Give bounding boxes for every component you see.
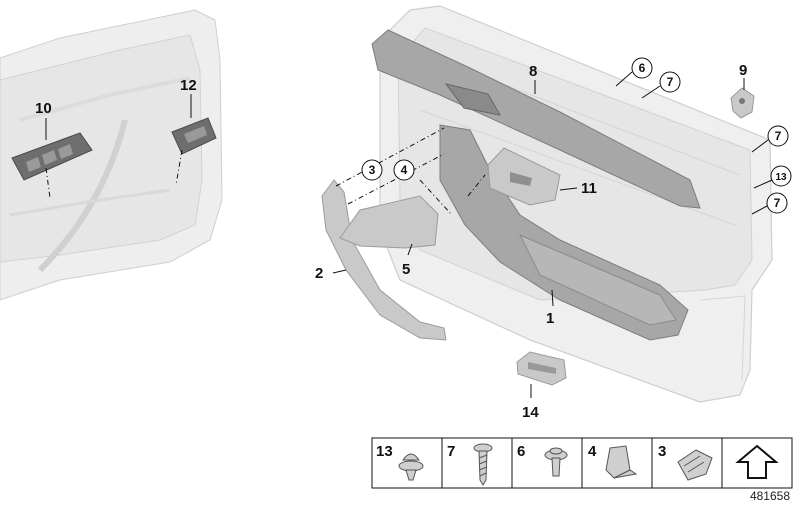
bracket-clip-icon bbox=[605, 445, 638, 479]
push-rivet-icon bbox=[398, 453, 424, 481]
leader-lines bbox=[45, 71, 773, 398]
map-pocket-cover-5 bbox=[339, 195, 439, 249]
bolt-with-washer-icon bbox=[544, 447, 568, 477]
vehicle-front-arrow-icon bbox=[735, 444, 779, 479]
table-number-6: 6 bbox=[517, 443, 525, 460]
svg-text:7: 7 bbox=[774, 196, 781, 210]
callout-circle-6: 6 bbox=[631, 57, 653, 79]
callout-1: 1 bbox=[546, 310, 554, 327]
callout-9: 9 bbox=[739, 62, 747, 79]
callout-circle-4: 4 bbox=[393, 159, 415, 181]
callout-2: 2 bbox=[315, 265, 323, 282]
clip-9 bbox=[730, 87, 755, 119]
callout-circle-7-top: 7 bbox=[659, 71, 681, 93]
spring-clip-icon bbox=[677, 449, 713, 481]
warning-light-14 bbox=[516, 351, 567, 386]
diagram-reference-number: 481658 bbox=[750, 489, 790, 503]
svg-text:13: 13 bbox=[775, 172, 787, 183]
svg-text:7: 7 bbox=[775, 129, 782, 143]
window-switch-block-10 bbox=[11, 132, 93, 181]
callout-circle-7-bottom: 7 bbox=[766, 192, 788, 214]
table-number-4: 4 bbox=[588, 443, 597, 460]
callout-10: 10 bbox=[35, 100, 52, 117]
svg-text:4: 4 bbox=[401, 163, 408, 177]
callout-8: 8 bbox=[529, 63, 537, 80]
ghost-door-panel bbox=[0, 9, 223, 301]
callout-12: 12 bbox=[180, 77, 197, 94]
upper-trim-strip-8 bbox=[371, 29, 701, 209]
callout-circle-3: 3 bbox=[361, 159, 383, 181]
table-number-3: 3 bbox=[658, 443, 666, 460]
parts-table: 13 7 6 4 3 bbox=[371, 437, 793, 489]
svg-text:3: 3 bbox=[369, 163, 376, 177]
callout-circle-7-right: 7 bbox=[767, 125, 789, 147]
callout-14: 14 bbox=[522, 404, 539, 421]
callout-11: 11 bbox=[581, 180, 597, 197]
mirror-switch-12 bbox=[171, 117, 217, 155]
svg-text:7: 7 bbox=[667, 75, 674, 89]
switch-bezel-11 bbox=[487, 147, 561, 206]
table-number-7: 7 bbox=[447, 443, 455, 460]
svg-text:6: 6 bbox=[639, 61, 646, 75]
table-number-13: 13 bbox=[376, 443, 393, 460]
screw-icon bbox=[473, 443, 493, 486]
callout-5: 5 bbox=[402, 261, 410, 278]
callout-circle-13: 13 bbox=[770, 165, 792, 187]
